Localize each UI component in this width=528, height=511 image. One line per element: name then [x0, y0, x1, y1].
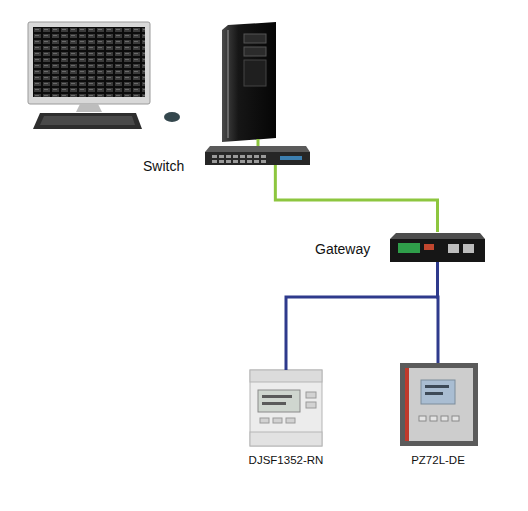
lcd-digits	[425, 392, 443, 395]
meter-button	[306, 392, 316, 398]
device-label: PZ72L-DE	[411, 454, 465, 466]
din-rail-meter	[250, 370, 322, 446]
device-label: Gateway	[315, 241, 370, 257]
switch-indicator	[280, 156, 302, 160]
gateway-device	[390, 233, 485, 262]
meter-button	[441, 416, 448, 421]
meter-button	[452, 416, 459, 421]
keyboard-keys	[40, 116, 135, 125]
monitor-bezel	[28, 22, 150, 104]
meter-button	[306, 402, 316, 408]
drive-bay	[244, 34, 266, 43]
switch-front	[205, 152, 310, 165]
mouse	[164, 112, 180, 122]
meter-button	[260, 418, 269, 423]
drive-bay	[244, 47, 266, 56]
gateway-top	[390, 233, 485, 239]
drive-bay	[244, 60, 266, 86]
meter-terminals	[250, 370, 322, 382]
tower-body	[222, 22, 276, 142]
gateway-node: Gateway	[390, 232, 485, 262]
meter-button	[273, 418, 282, 423]
meter-terminals	[250, 432, 322, 446]
keyboard	[33, 113, 142, 129]
terminal-block	[398, 243, 420, 253]
lcd-digits	[262, 402, 286, 405]
network-cable	[436, 262, 440, 363]
lcd-digits	[425, 385, 449, 388]
computer-monitor	[28, 22, 150, 112]
switch-ports	[212, 155, 266, 163]
device-label: DJSF1352-RN	[249, 454, 324, 466]
meter-frame	[400, 363, 478, 446]
meter-face	[405, 368, 473, 441]
tower-edge	[227, 30, 229, 138]
meter-lcd	[421, 380, 455, 404]
monitor-screen	[33, 27, 145, 97]
meter-lcd	[258, 390, 300, 412]
meter-accent	[405, 368, 409, 441]
network-switch	[205, 146, 310, 165]
switch-top	[205, 146, 310, 152]
meter-housing	[250, 370, 322, 446]
gateway-body	[390, 239, 485, 262]
device-label: Switch	[143, 158, 184, 174]
monitor-stand	[76, 104, 102, 112]
meter-button	[430, 416, 437, 421]
ethernet-port	[448, 244, 459, 253]
meter-button	[286, 418, 295, 423]
meter-node: DJSF1352-RN	[250, 370, 322, 446]
ethernet-port	[463, 244, 474, 253]
network-cable	[286, 262, 438, 370]
meter-node: PZ72L-DE	[399, 363, 477, 446]
panel-meter	[400, 363, 478, 446]
network-cable	[275, 165, 437, 232]
server-tower	[222, 22, 276, 142]
meter-button	[419, 416, 426, 421]
switch-node: Switch	[205, 145, 310, 165]
gateway-label	[424, 244, 434, 250]
lcd-digits	[262, 395, 292, 398]
